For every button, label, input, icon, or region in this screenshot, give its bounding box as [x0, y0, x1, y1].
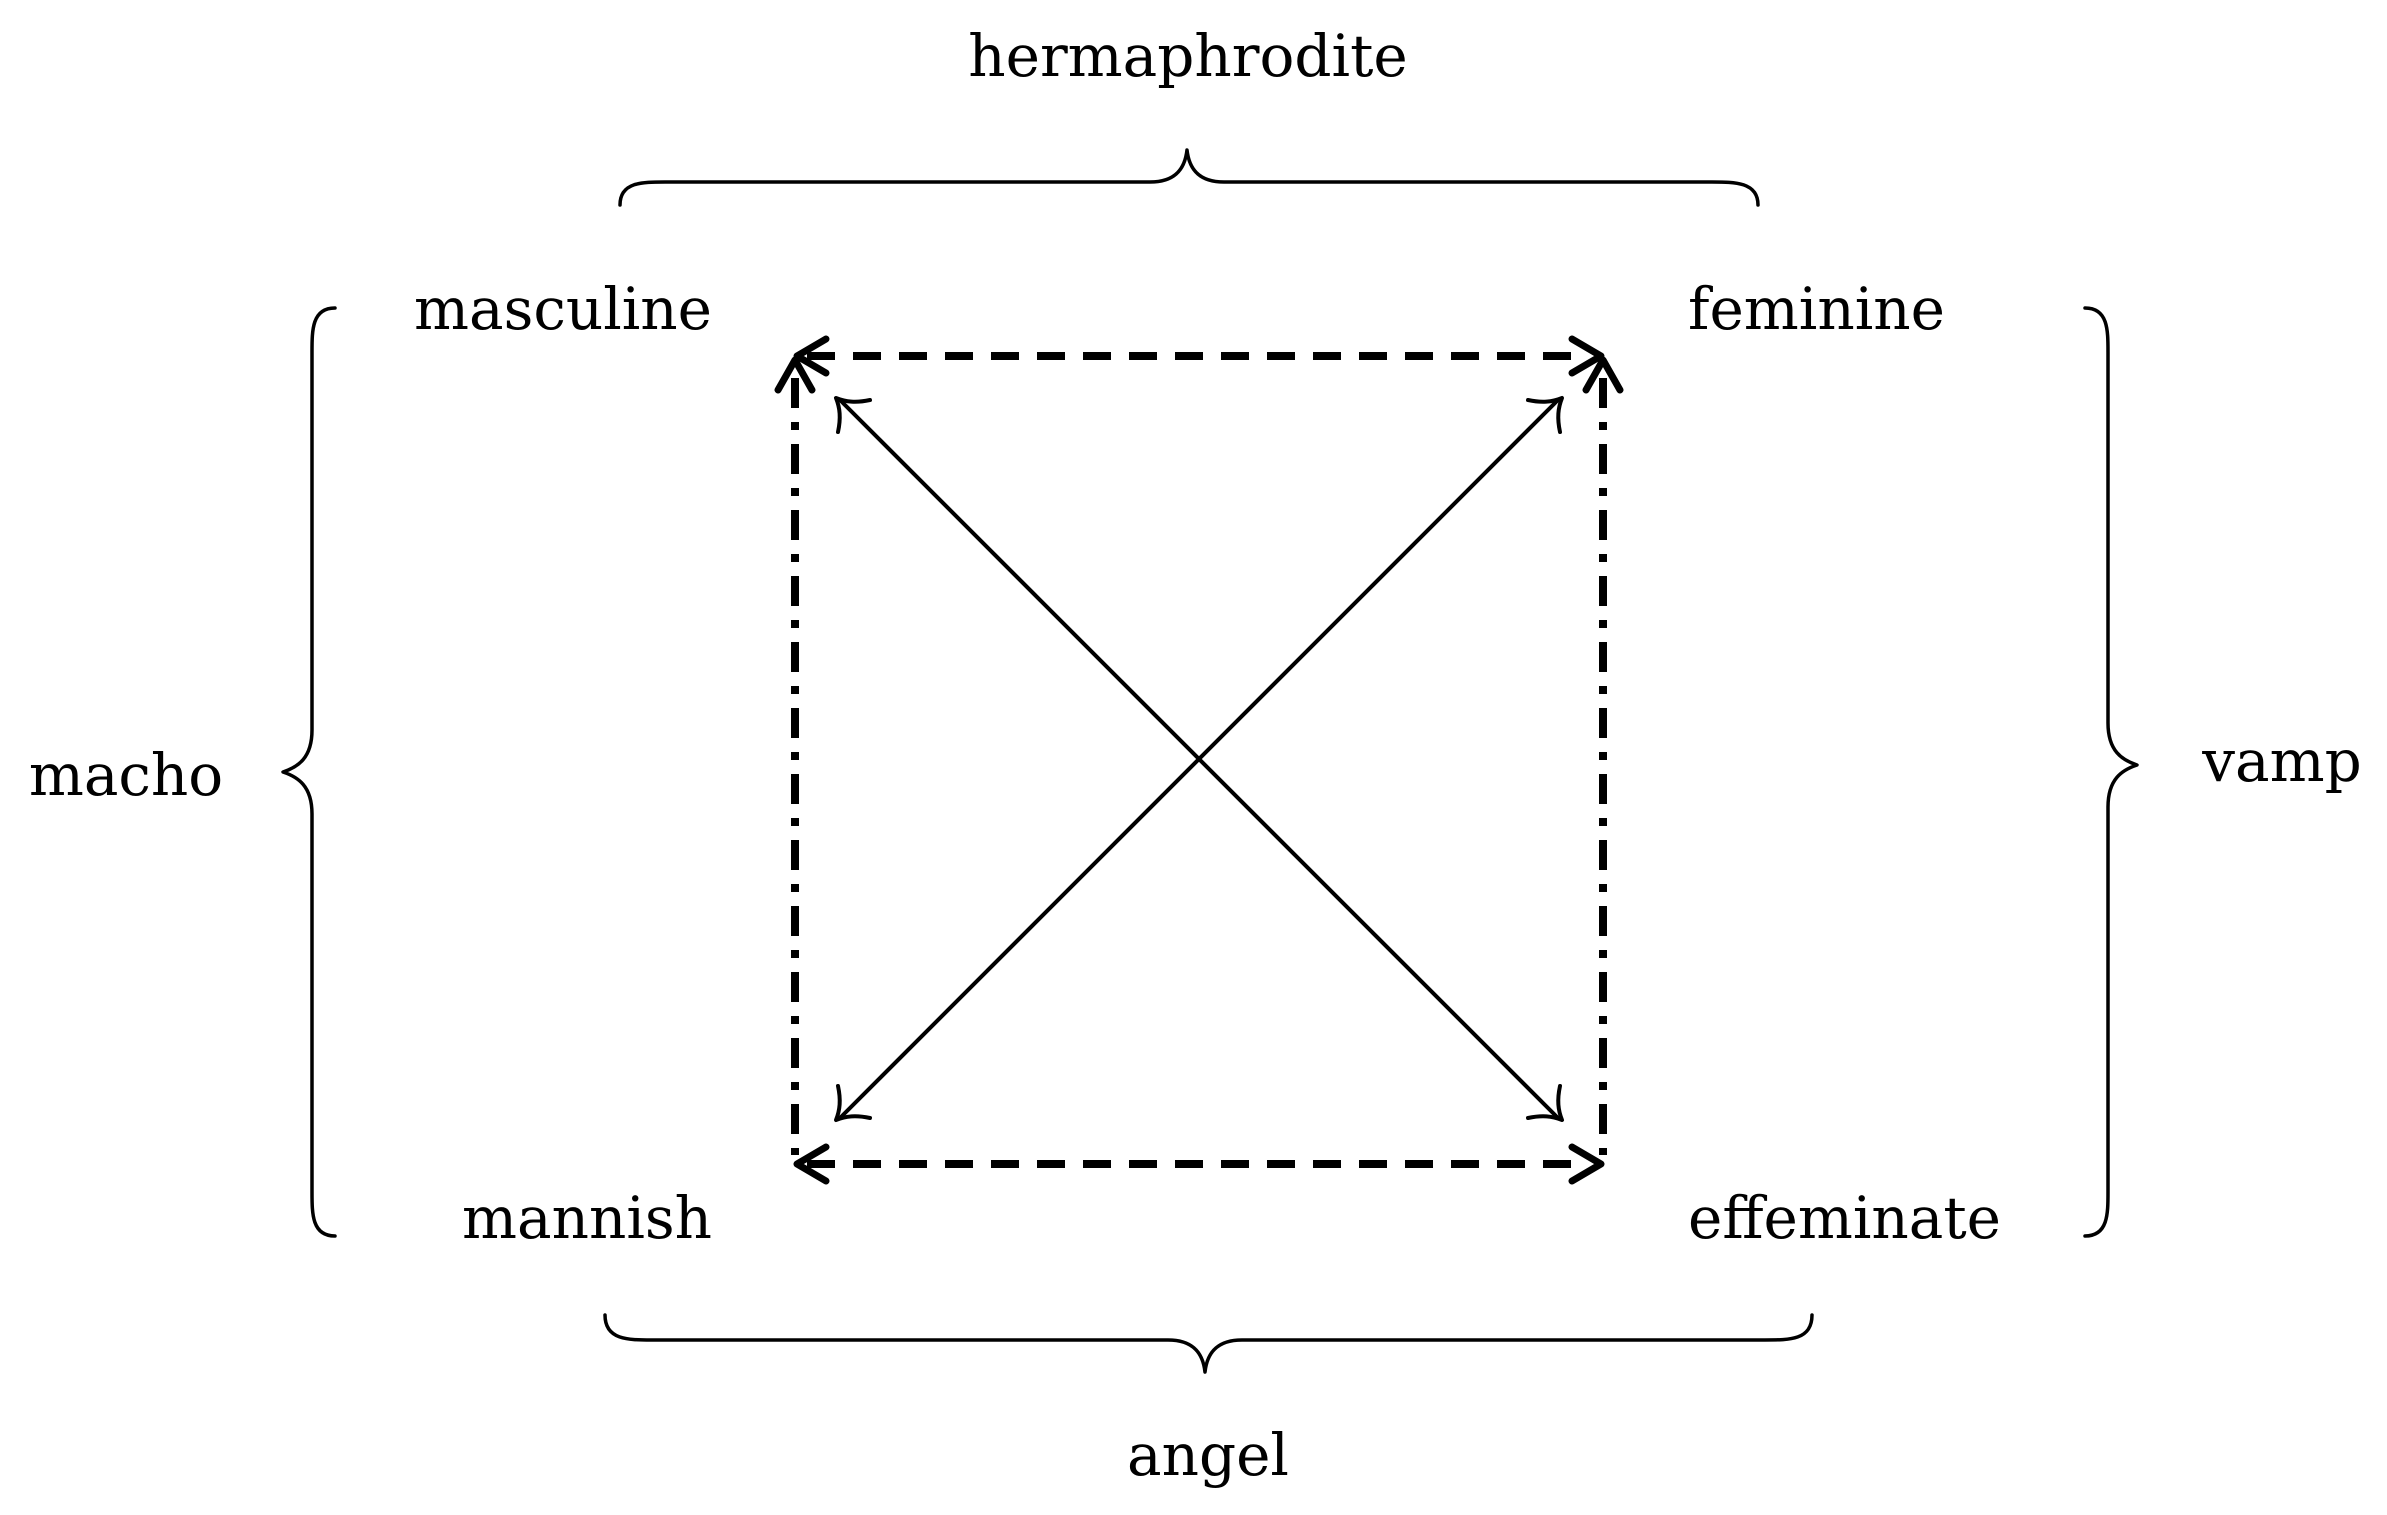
arrowhead-bottom-right: [1568, 1143, 1605, 1185]
node-label-top-right: feminine: [1688, 275, 1945, 343]
arrowhead-diagonal-top-left: [834, 396, 872, 434]
arrowhead-diagonal-bottom-left: [834, 1084, 872, 1122]
arrowhead-diagonal-top-right: [1526, 396, 1564, 434]
arrowhead-top-left: [793, 335, 830, 377]
node-label-bottom-right: effeminate: [1688, 1184, 2001, 1252]
brace-right: [2083, 306, 2139, 1238]
group-label-right: vamp: [2201, 727, 2361, 795]
brace-bottom: [603, 1313, 1814, 1374]
group-label-top: hermaphrodite: [968, 22, 1407, 90]
node-label-top-left: masculine: [414, 275, 712, 343]
brace-left: [281, 306, 337, 1238]
brace-top: [618, 148, 1760, 207]
node-label-bottom-left: mannish: [462, 1184, 712, 1252]
group-label-bottom: angel: [1127, 1421, 1289, 1489]
arrowhead-diagonal-bottom-right: [1526, 1084, 1564, 1122]
arrowhead-right-top: [1582, 356, 1624, 394]
arrowhead-bottom-left: [793, 1143, 830, 1185]
arrowhead-left-top: [774, 356, 816, 394]
arrowhead-top-right: [1568, 335, 1605, 377]
diagonal-contradiction-2: [838, 398, 1560, 1120]
group-label-left: macho: [29, 741, 223, 809]
